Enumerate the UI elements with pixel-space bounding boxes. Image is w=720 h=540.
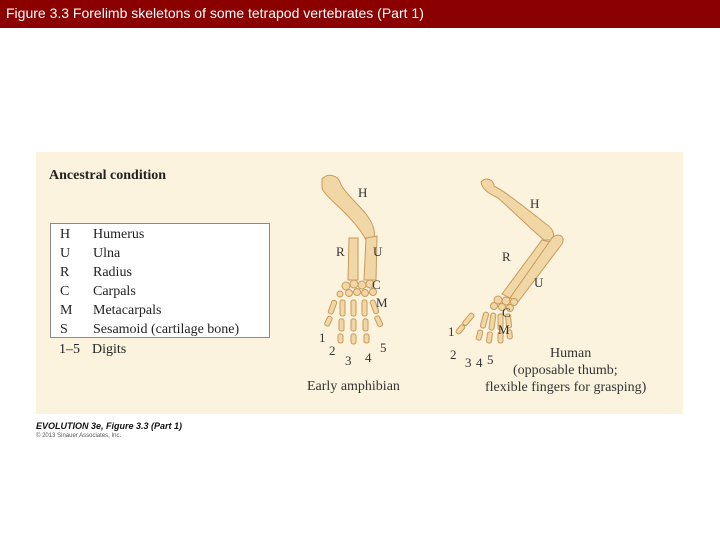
amphibian-digit-label-4: 4 bbox=[365, 350, 372, 365]
amphibian-digit-2 bbox=[339, 319, 344, 331]
forelimb-skeletons: H R U C M 1 2 3 4 5 Early amphibian bbox=[36, 152, 683, 414]
amphibian-carpal bbox=[337, 291, 343, 297]
amphibian-carpal bbox=[342, 282, 350, 290]
amphibian-carpal bbox=[362, 290, 369, 297]
amphibian-digit-5 bbox=[374, 315, 383, 327]
slide-title: Figure 3.3 Forelimb skeletons of some te… bbox=[6, 5, 424, 21]
human-carpal bbox=[491, 303, 498, 310]
amphibian-carpal bbox=[350, 280, 358, 288]
human-caption-line1: Human bbox=[550, 346, 591, 361]
human-digit-3 bbox=[486, 332, 492, 344]
amphibian-radius bbox=[348, 238, 358, 280]
human-digit-3 bbox=[489, 313, 496, 331]
amphibian-digit-4 bbox=[362, 300, 367, 316]
amphibian-label-h: H bbox=[358, 185, 367, 200]
amphibian-label-r: R bbox=[336, 244, 345, 259]
amphibian-digit-3 bbox=[351, 319, 356, 331]
title-bar: Figure 3.3 Forelimb skeletons of some te… bbox=[0, 0, 720, 28]
amphibian-digit-label-2: 2 bbox=[329, 343, 336, 358]
human-digit-2 bbox=[476, 330, 483, 341]
human-label-m: M bbox=[498, 322, 510, 337]
amphibian-digit-label-5: 5 bbox=[380, 340, 387, 355]
human-digit-1 bbox=[462, 312, 475, 326]
amphibian-digit-3 bbox=[351, 334, 356, 344]
human-humerus bbox=[481, 179, 554, 240]
human-digit-2 bbox=[480, 312, 489, 329]
amphibian-carpal bbox=[346, 290, 353, 297]
figure-panel: Ancestral condition H Humerus U Ulna R R… bbox=[36, 152, 683, 414]
amphibian-digit-4 bbox=[363, 319, 368, 331]
human-digit-label-2: 2 bbox=[450, 347, 457, 362]
amphibian-digit-2 bbox=[338, 334, 343, 343]
amphibian-digit-1 bbox=[328, 300, 337, 315]
human-label-u: U bbox=[534, 275, 544, 290]
human-ulna bbox=[510, 235, 563, 302]
figure-source: EVOLUTION 3e, Figure 3.3 (Part 1) bbox=[36, 421, 182, 431]
amphibian-label-c: C bbox=[372, 277, 381, 292]
human-label-r: R bbox=[502, 249, 511, 264]
amphibian-digit-3 bbox=[351, 300, 356, 316]
amphibian-digit-2 bbox=[340, 300, 345, 316]
human-digit-label-1: 1 bbox=[448, 324, 455, 339]
figure-copyright: © 2013 Sinauer Associates, Inc. bbox=[36, 433, 121, 439]
human-digit-label-4: 4 bbox=[476, 355, 483, 370]
human-caption-line2: (opposable thumb; bbox=[513, 363, 618, 378]
amphibian-carpal bbox=[358, 281, 366, 289]
human-digit-label-5: 5 bbox=[487, 352, 494, 367]
amphibian-label-u: U bbox=[373, 244, 383, 259]
human-label-h: H bbox=[530, 196, 539, 211]
legend-name: Digits bbox=[92, 342, 126, 358]
human-digit-label-3: 3 bbox=[465, 355, 472, 370]
amphibian-label-m: M bbox=[376, 295, 388, 310]
human-caption-line3: flexible fingers for grasping) bbox=[485, 380, 647, 395]
amphibian-forelimb bbox=[322, 175, 383, 344]
amphibian-caption: Early amphibian bbox=[307, 379, 400, 394]
amphibian-digit-label-1: 1 bbox=[319, 330, 326, 345]
human-digit-1 bbox=[455, 324, 465, 335]
legend-abbr: 1–5 bbox=[59, 342, 80, 358]
amphibian-digit-1 bbox=[324, 316, 333, 327]
amphibian-digit-label-3: 3 bbox=[345, 353, 352, 368]
human-label-c: C bbox=[502, 305, 511, 320]
amphibian-digit-4 bbox=[364, 334, 369, 343]
amphibian-carpal bbox=[354, 289, 361, 296]
